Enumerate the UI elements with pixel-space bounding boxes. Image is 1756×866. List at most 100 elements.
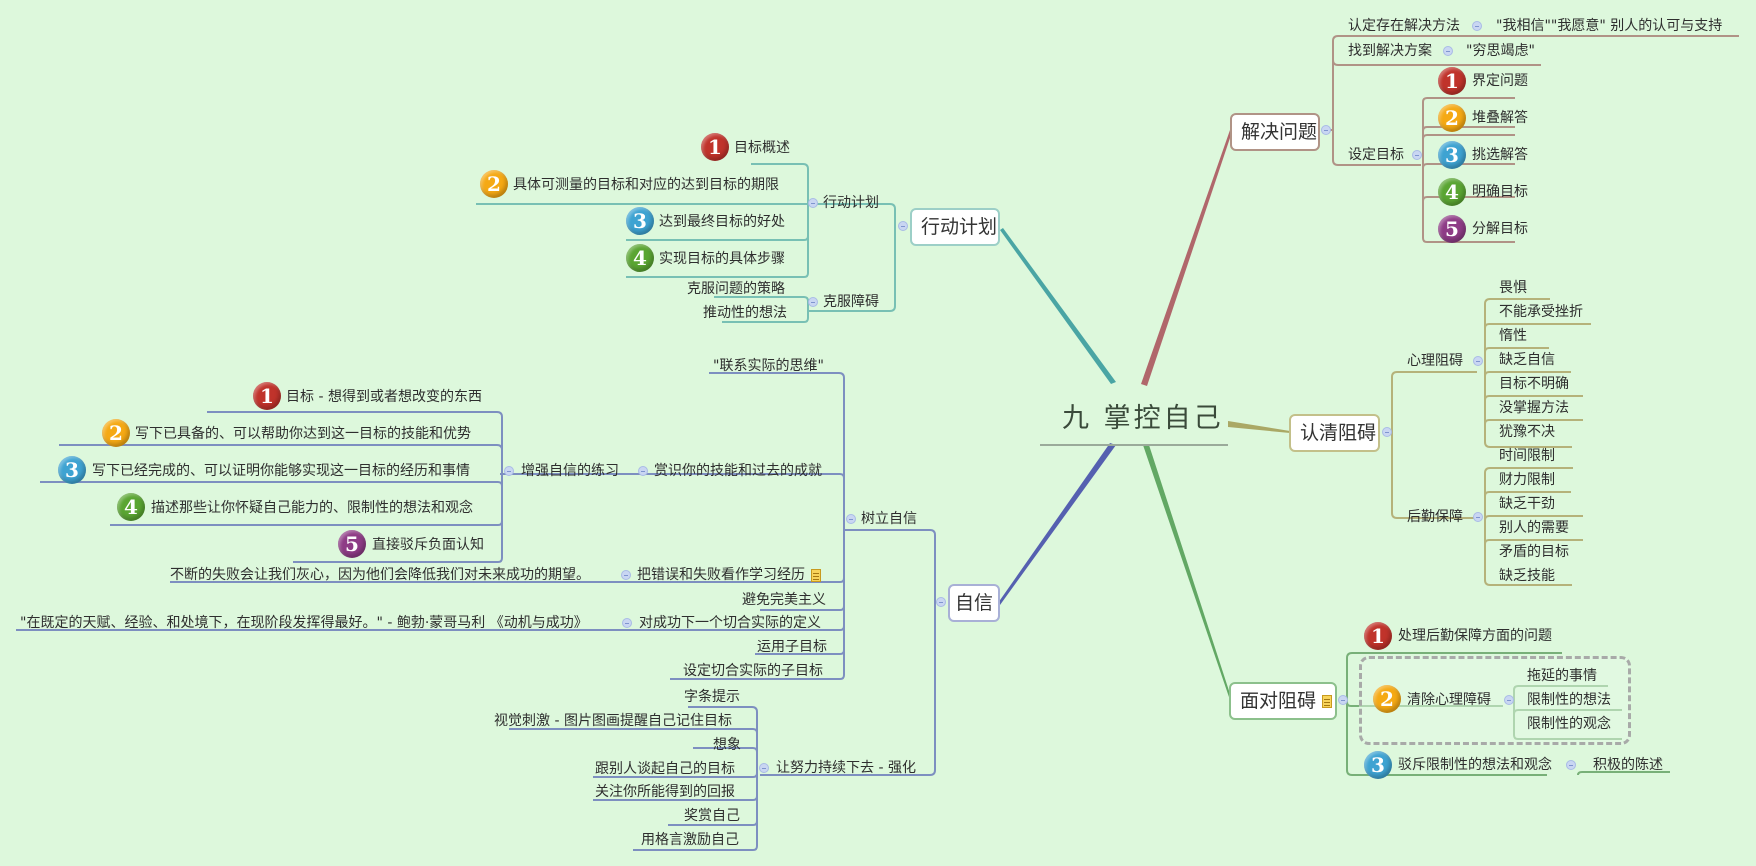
node-confidence[interactable]: 自信 bbox=[948, 584, 1000, 622]
sustain-item[interactable]: 字条提示 bbox=[684, 689, 740, 705]
collapse-toggle-face[interactable] bbox=[1338, 695, 1348, 705]
build-mistakes[interactable]: 把错误和失败看作学习经历 bbox=[637, 566, 821, 584]
collapse-toggle-plan[interactable] bbox=[898, 221, 908, 231]
logistics-item[interactable]: 缺乏技能 bbox=[1499, 568, 1555, 584]
psych-item[interactable]: 犹豫不决 bbox=[1499, 424, 1555, 440]
collapse-toggle-refute[interactable] bbox=[1566, 760, 1576, 770]
action-step-2[interactable]: 具体可测量的目标和对应的达到目标的期限 bbox=[513, 177, 779, 193]
number-2-icon: 2 bbox=[102, 419, 130, 447]
exercise-step-1[interactable]: 目标 - 想得到或者想改变的东西 bbox=[286, 389, 482, 405]
exercise-step-3[interactable]: 写下已经完成的、可以证明你能够实现这一目标的经历和事情 bbox=[92, 463, 470, 479]
node-face-obstacles[interactable]: 面对阻碍 bbox=[1229, 682, 1337, 720]
action-step-3[interactable]: 达到最终目标的好处 bbox=[659, 214, 785, 230]
number-4-icon: 4 bbox=[626, 244, 654, 272]
setgoal-step-3[interactable]: 挑选解答 bbox=[1472, 147, 1528, 163]
psych-item[interactable]: 畏惧 bbox=[1499, 280, 1527, 296]
clear-child[interactable]: 限制性的想法 bbox=[1527, 692, 1611, 708]
setgoal-step-5[interactable]: 分解目标 bbox=[1472, 221, 1528, 237]
number-3-icon: 3 bbox=[626, 207, 654, 235]
collapse-toggle-setgoal[interactable] bbox=[1412, 150, 1422, 160]
overcome-item[interactable]: 克服问题的策略 bbox=[687, 281, 785, 297]
collapse-toggle-clear[interactable] bbox=[1504, 695, 1514, 705]
solve-exist-child[interactable]: "我相信""我愿意" 别人的认可与支持 bbox=[1496, 18, 1723, 34]
sustain-item[interactable]: 用格言激励自己 bbox=[641, 832, 739, 848]
logistics-item[interactable]: 时间限制 bbox=[1499, 448, 1555, 464]
collapse-toggle-appreciate[interactable] bbox=[638, 466, 648, 476]
logistics-item[interactable]: 缺乏干劲 bbox=[1499, 496, 1555, 512]
mistakes-child[interactable]: 不断的失败会让我们灰心，因为他们会降低我们对未来成功的期望。 bbox=[170, 567, 590, 583]
number-1-icon: 1 bbox=[253, 382, 281, 410]
face-item-1[interactable]: 处理后勤保障方面的问题 bbox=[1398, 628, 1552, 644]
build-define-success[interactable]: 对成功下一个切合实际的定义 bbox=[639, 615, 821, 631]
psych-item[interactable]: 目标不明确 bbox=[1499, 376, 1569, 392]
psych-item[interactable]: 不能承受挫折 bbox=[1499, 304, 1583, 320]
exercise-step-5[interactable]: 直接驳斥负面认知 bbox=[372, 537, 484, 553]
collapse-toggle-define[interactable] bbox=[622, 618, 632, 628]
clear-child[interactable]: 拖延的事情 bbox=[1527, 668, 1597, 684]
sustain-item[interactable]: 跟别人谈起自己的目标 bbox=[595, 761, 735, 777]
node-action-plan[interactable]: 行动计划 bbox=[910, 208, 1000, 246]
face-item-2[interactable]: 清除心理障碍 bbox=[1407, 692, 1491, 708]
node-identify-obstacles[interactable]: 认清阻碍 bbox=[1289, 414, 1380, 452]
confidence-build[interactable]: 树立自信 bbox=[861, 511, 917, 527]
solve-find-child[interactable]: "穷思竭虑" bbox=[1466, 43, 1535, 59]
setgoal-step-4[interactable]: 明确目标 bbox=[1472, 184, 1528, 200]
define-child-quote[interactable]: "在既定的天赋、经验、和处境下，在现阶段发挥得最好。" - 鲍勃·蒙哥马利 《动… bbox=[20, 615, 588, 631]
number-3-icon: 3 bbox=[1438, 141, 1466, 169]
solve-child-find[interactable]: 找到解决方案 bbox=[1348, 43, 1432, 59]
plan-action[interactable]: 行动计划 bbox=[823, 195, 879, 211]
collapse-toggle-logistics[interactable] bbox=[1473, 512, 1483, 522]
setgoal-step-1[interactable]: 界定问题 bbox=[1472, 73, 1528, 89]
collapse-toggle-action[interactable] bbox=[808, 198, 818, 208]
collapse-toggle-mistakes[interactable] bbox=[621, 570, 631, 580]
central-topic[interactable]: 九 掌控自己 bbox=[1062, 403, 1224, 434]
exercise-step-4[interactable]: 描述那些让你怀疑自己能力的、限制性的想法和观念 bbox=[151, 500, 473, 516]
build-realistic-thinking[interactable]: "联系实际的思维" bbox=[713, 358, 824, 374]
appreciate-exercise[interactable]: 增强自信的练习 bbox=[521, 463, 619, 479]
plan-overcome[interactable]: 克服障碍 bbox=[823, 294, 879, 310]
sustain-item[interactable]: 想象 bbox=[713, 737, 741, 753]
refute-child[interactable]: 积极的陈述 bbox=[1593, 757, 1663, 773]
action-step-1[interactable]: 目标概述 bbox=[734, 140, 790, 156]
solve-child-setgoal[interactable]: 设定目标 bbox=[1348, 147, 1404, 163]
overcome-item[interactable]: 推动性的想法 bbox=[703, 305, 787, 321]
trunk-face bbox=[1143, 445, 1232, 700]
exercise-step-2[interactable]: 写下已具备的、可以帮助你达到这一目标的技能和优势 bbox=[135, 426, 471, 442]
build-set-subgoals[interactable]: 设定切合实际的子目标 bbox=[683, 663, 823, 679]
note-icon[interactable] bbox=[1322, 695, 1333, 708]
build-subgoals[interactable]: 运用子目标 bbox=[757, 639, 827, 655]
collapse-toggle-confidence[interactable] bbox=[936, 597, 946, 607]
solve-child-exist[interactable]: 认定存在解决方法 bbox=[1348, 18, 1460, 34]
identify-logistics[interactable]: 后勤保障 bbox=[1407, 509, 1463, 525]
collapse-toggle-sustain[interactable] bbox=[759, 763, 769, 773]
psych-item[interactable]: 没掌握方法 bbox=[1499, 400, 1569, 416]
psych-item[interactable]: 缺乏自信 bbox=[1499, 352, 1555, 368]
identify-psych[interactable]: 心理阻碍 bbox=[1407, 353, 1463, 369]
logistics-item[interactable]: 矛盾的目标 bbox=[1499, 544, 1569, 560]
face-item-3[interactable]: 驳斥限制性的想法和观念 bbox=[1398, 757, 1552, 773]
note-icon[interactable] bbox=[811, 568, 821, 582]
number-2-icon: 2 bbox=[1438, 104, 1466, 132]
build-appreciate[interactable]: 赏识你的技能和过去的成就 bbox=[654, 463, 822, 479]
node-solve-problem[interactable]: 解决问题 bbox=[1230, 113, 1320, 151]
logistics-item[interactable]: 财力限制 bbox=[1499, 472, 1555, 488]
build-perfection[interactable]: 避免完美主义 bbox=[742, 592, 826, 608]
collapse-toggle-build[interactable] bbox=[846, 514, 856, 524]
clear-child[interactable]: 限制性的观念 bbox=[1527, 716, 1611, 732]
sustain-item[interactable]: 奖赏自己 bbox=[684, 808, 740, 824]
collapse-toggle-exist[interactable] bbox=[1472, 21, 1482, 31]
sustain-item[interactable]: 关注你所能得到的回报 bbox=[595, 784, 735, 800]
collapse-toggle-find[interactable] bbox=[1443, 46, 1453, 56]
action-step-4[interactable]: 实现目标的具体步骤 bbox=[659, 251, 785, 267]
confidence-sustain[interactable]: 让努力持续下去 - 强化 bbox=[776, 760, 916, 776]
psych-item[interactable]: 惰性 bbox=[1499, 328, 1527, 344]
collapse-toggle-psych[interactable] bbox=[1473, 356, 1483, 366]
sustain-item[interactable]: 视觉刺激 - 图片图画提醒自己记住目标 bbox=[494, 713, 732, 729]
number-1-icon: 1 bbox=[1438, 67, 1466, 95]
collapse-toggle-solve[interactable] bbox=[1321, 125, 1331, 135]
collapse-toggle-overcome[interactable] bbox=[808, 297, 818, 307]
setgoal-step-2[interactable]: 堆叠解答 bbox=[1472, 110, 1528, 126]
collapse-toggle-identify[interactable] bbox=[1382, 427, 1392, 437]
logistics-item[interactable]: 别人的需要 bbox=[1499, 520, 1569, 536]
collapse-toggle-exercise[interactable] bbox=[504, 466, 514, 476]
